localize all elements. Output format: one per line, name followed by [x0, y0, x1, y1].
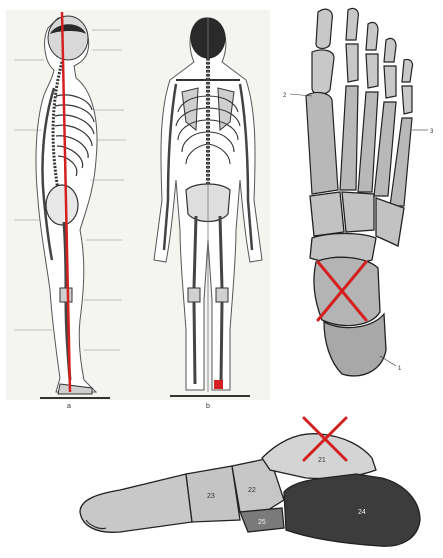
side-knee	[60, 288, 72, 302]
foot-side-label-23: 23	[207, 493, 215, 500]
side-skull	[48, 16, 88, 60]
foot-top-label-1: 1	[398, 366, 402, 372]
foot-tarsals	[310, 192, 404, 264]
foot-metatarsals	[306, 86, 412, 206]
foot-top-label-3: 3	[430, 129, 434, 135]
side-pelvis	[46, 185, 78, 225]
back-femur-right	[220, 216, 222, 288]
foot-top-label-2: 2	[283, 93, 287, 99]
back-tibia-right	[221, 302, 222, 384]
heel-marker	[214, 380, 223, 389]
foot-side-label-24: 24	[358, 509, 366, 516]
foot-side-label-22: 22	[248, 487, 256, 494]
back-knee-right	[216, 288, 228, 302]
foot-side-view: 21 22 23 24 25	[80, 418, 420, 546]
skeleton-back-axis-label: b	[206, 403, 210, 410]
foot-side-label-25: 25	[258, 519, 266, 526]
back-tibia-left	[194, 302, 195, 384]
foot-side-label-21: 21	[318, 457, 326, 464]
skeleton-back-view: b	[136, 10, 270, 410]
back-knee-left	[188, 288, 200, 302]
foot-side-bone-24	[284, 474, 420, 546]
foot-top-view: 1 2 3	[283, 8, 434, 375]
back-femur-left	[194, 216, 196, 288]
foot-side-forefoot	[80, 474, 192, 532]
skeleton-side-view: a	[6, 10, 136, 410]
skeleton-side-axis-label: a	[67, 403, 71, 410]
